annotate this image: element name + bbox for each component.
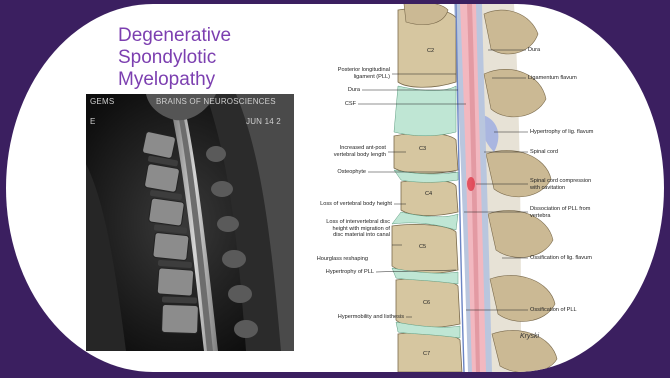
mri-scan-graphic: [86, 94, 294, 351]
label-loss-disc: Loss of intervertebral disc height with …: [306, 219, 390, 239]
label-increased-length: Increased ant-post vertebral body length: [306, 145, 386, 158]
vertebra-label-c7: C7: [423, 351, 430, 358]
label-ligamentum-flavum: Ligamentum flavum: [528, 75, 577, 82]
label-hypermobility: Hypermobility and listhesis: [306, 314, 404, 321]
vertebra-label-c4: C4: [425, 191, 432, 198]
vertebra-label-c3: C3: [419, 146, 426, 153]
label-spinal-cord: Spinal cord: [530, 149, 558, 156]
label-osteophyte: Osteophyte: [306, 169, 366, 176]
label-hypertrophy-pll: Hypertrophy of PLL: [306, 269, 374, 276]
label-ossification-pll: Ossification of PLL: [530, 307, 577, 314]
label-ossification-flavum: Ossification of lig. flavum: [530, 255, 592, 262]
label-pll: Posterior longitudinal ligament (PLL): [306, 67, 390, 80]
title-line-1: Degenerative: [118, 25, 308, 47]
mri-overlay-left: GEMS: [90, 97, 114, 106]
mri-overlay-left-2: E: [90, 117, 96, 126]
artist-signature: Kryski: [520, 334, 539, 341]
mri-image: GEMS BRAINS OF NEUROSCIENCES E JUN 14 2: [86, 94, 294, 351]
vertebra-label-c5: C5: [419, 244, 426, 251]
vertebra-label-c6: C6: [423, 300, 430, 307]
label-csf: CSF: [306, 101, 356, 108]
label-cord-compression: Spinal cord compression with cavitation: [530, 178, 591, 191]
label-hourglass: Hourglass reshaping: [306, 256, 368, 263]
vertebra-label-c2: C2: [427, 48, 434, 55]
mri-overlay-right: BRAINS OF NEUROSCIENCES: [156, 97, 276, 106]
label-dissociation-pll: Dissociation of PLL from vertebra: [530, 206, 590, 219]
mri-overlay-right-2: JUN 14 2: [246, 117, 281, 126]
title-line-2: Spondylotic: [118, 47, 308, 69]
label-dura-right: Dura: [528, 47, 540, 54]
label-dura-left: Dura: [306, 87, 360, 94]
label-loss-height: Loss of vertebral body height: [306, 201, 392, 208]
slide-canvas: Degenerative Spondylotic Myelopathy: [6, 4, 664, 372]
label-hypertrophy-flavum: Hypertrophy of lig. flavum: [530, 129, 593, 136]
spine-illustration: C2 C3 C4 C5 C6 C7 Posterior longitudinal…: [306, 4, 664, 372]
title-line-3: Myelopathy: [118, 69, 308, 91]
slide-title: Degenerative Spondylotic Myelopathy: [118, 25, 308, 91]
